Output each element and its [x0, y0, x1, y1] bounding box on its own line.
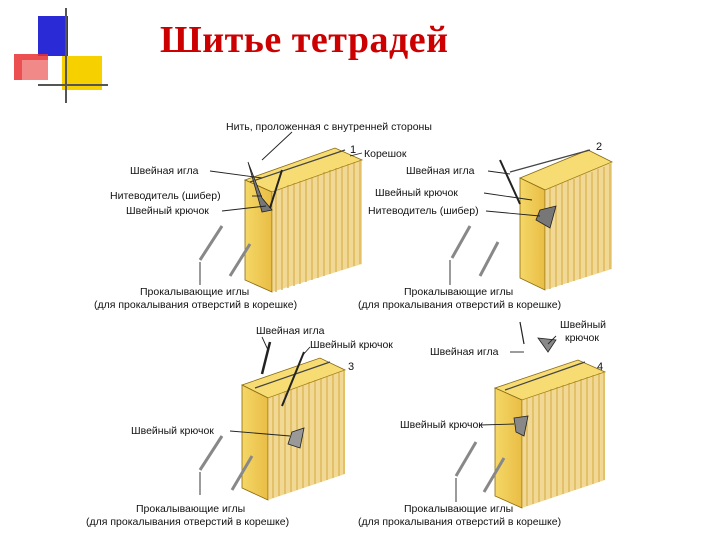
panel-number-3: 3: [348, 361, 354, 373]
label-guide-1: Нитеводитель (шибер): [110, 190, 221, 202]
label-piercing-1b: (для прокалывания отверстий в корешке): [94, 299, 297, 311]
panel-number-1: 1: [350, 144, 356, 156]
thread-line-2: [509, 149, 591, 173]
slide-title: Шитье тетрадей: [160, 19, 449, 61]
deco-pink-square: [22, 60, 48, 80]
needle-2: [499, 159, 521, 205]
label-thread: Нить, проложенная с внутренней стороны: [226, 121, 432, 133]
leader-4-hook: [479, 423, 515, 426]
thread-line-4: [504, 361, 586, 391]
label-needle-1: Швейная игла: [130, 165, 199, 177]
piercing-needle-2b: [478, 241, 500, 277]
book-block-2: [509, 149, 613, 291]
piercing-needle-4a: [454, 441, 478, 477]
label-needle-3: Швейная игла: [256, 325, 325, 337]
needle-4: [519, 321, 525, 345]
corner-decoration: [0, 0, 110, 110]
hook-1: [247, 161, 273, 213]
label-hook-top-4b: крючок: [565, 332, 599, 344]
label-piercing-4b: (для прокалывания отверстий в корешке): [358, 516, 561, 528]
label-needle-4: Швейная игла: [430, 346, 499, 358]
label-piercing-1a: Прокалывающие иглы: [140, 286, 249, 298]
panel-1: 1 Нить, проложенная с внутренней стороны…: [94, 121, 432, 311]
thread-line-3: [254, 361, 331, 389]
deco-blue-square: [38, 16, 68, 56]
label-piercing-3b: (для прокалывания отверстий в корешке): [86, 516, 289, 528]
leader-3-hook: [229, 430, 291, 437]
leader-2-guide: [485, 210, 541, 217]
needle-1: [269, 169, 283, 209]
panel-4: 4 Швейный крючок Швейная игла Швейный кр…: [358, 319, 606, 528]
hook-4: [513, 415, 529, 437]
piercing-needle-1b: [228, 243, 252, 277]
label-piercing-2a: Прокалывающие иглы: [404, 286, 513, 298]
label-hook-top-4a: Швейный: [560, 319, 606, 331]
hook-2: [535, 205, 557, 229]
label-needle-2: Швейная игла: [406, 165, 475, 177]
hook-top-4: [537, 337, 557, 353]
deco-horizontal-line: [38, 84, 108, 86]
panel-2: 2 Швейная игла Швейный крючок Нитеводите…: [358, 141, 613, 311]
leader-1-hook: [221, 205, 267, 212]
piercing-needle-3b: [230, 455, 254, 491]
label-piercing-2b: (для прокалывания отверстий в корешке): [358, 299, 561, 311]
thread-line-1: [249, 149, 346, 183]
leader-1-thread: [261, 131, 293, 161]
piercing-needle-1a: [198, 225, 224, 261]
book-block-4: [493, 359, 607, 509]
book-block-1: [243, 147, 364, 293]
leader-1-needle: [209, 170, 263, 179]
label-guide-2: Нитеводитель (шибер): [368, 205, 479, 217]
deco-vertical-line: [65, 8, 67, 103]
label-spine: Корешок: [364, 148, 407, 160]
hook-rod-3: [281, 351, 305, 407]
hook-3: [287, 427, 305, 449]
label-piercing-3a: Прокалывающие иглы: [136, 503, 245, 515]
panel-3: 3 Швейная игла Швейный крючок Швейный кр…: [86, 325, 393, 528]
leader-3-hook-top: [301, 346, 311, 357]
needle-3: [260, 341, 272, 375]
panel-number-4: 4: [597, 361, 603, 373]
piercing-needle-2a: [450, 225, 472, 259]
leader-3-needle: [261, 336, 269, 351]
leader-4-hook-top: [547, 335, 557, 345]
leader-2-needle: [487, 170, 511, 175]
label-piercing-4a: Прокалывающие иглы: [404, 503, 513, 515]
label-hook-4: Швейный крючок: [400, 419, 483, 431]
label-hook-2: Швейный крючок: [375, 187, 458, 199]
piercing-needle-4b: [482, 457, 506, 493]
leader-1-spine: [349, 152, 363, 157]
label-hook-3: Швейный крючок: [131, 425, 214, 437]
label-hook-top-3: Швейный крючок: [310, 339, 393, 351]
leader-2-hook: [483, 192, 533, 201]
label-hook-1: Швейный крючок: [126, 205, 209, 217]
piercing-needle-3a: [198, 435, 224, 471]
panel-number-2: 2: [596, 141, 602, 153]
